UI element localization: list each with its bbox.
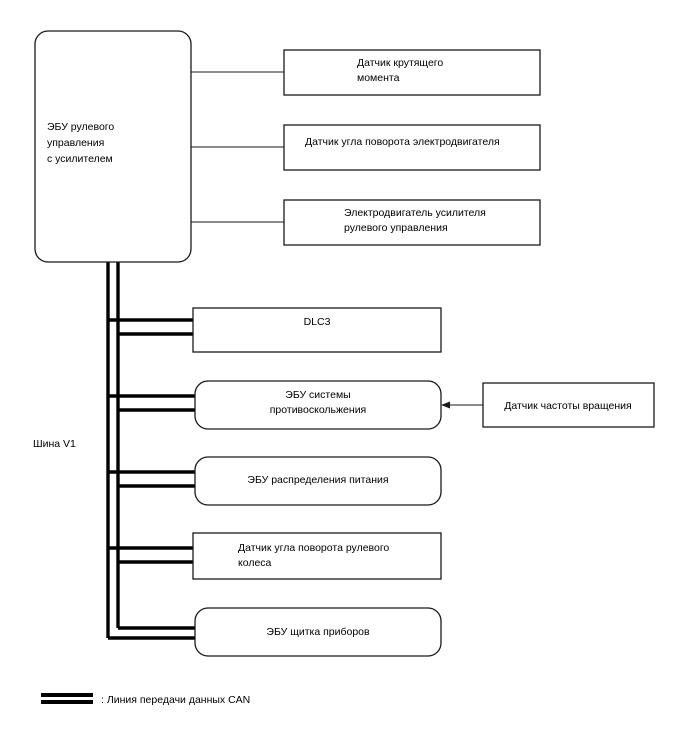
abs-ecu-label-line2: противоскольжения [270, 404, 367, 416]
torque-sensor-box [283, 49, 541, 96]
steering-angle-sensor-label-line2: колеса [238, 557, 272, 569]
torque-sensor-label-line1: Датчик крутящего [357, 57, 443, 69]
node-dlc3[interactable]: DLC3 [192, 307, 442, 353]
torque-sensor-label-line2: момента [357, 72, 400, 84]
direct-connector-lines [191, 71, 284, 223]
node-abs-ecu[interactable]: ЭБУ системы противоскольжения [194, 380, 442, 430]
dlc3-label: DLC3 [304, 316, 331, 328]
motor-angle-sensor-box [283, 124, 541, 171]
legend-bar-top [41, 693, 93, 697]
motor-angle-sensor-label: Датчик угла поворота электродвигателя [305, 136, 500, 148]
node-combination-meter-ecu[interactable]: ЭБУ щитка приборов [194, 607, 442, 657]
main-ecu-label-line3: с усилителем [47, 153, 113, 165]
node-motor-angle-sensor[interactable]: Датчик угла поворота электродвигателя [283, 124, 541, 171]
dlc3-box [192, 307, 442, 353]
power-distribution-ecu-label: ЭБУ распределения питания [247, 474, 388, 486]
bus-label: Шина V1 [33, 438, 76, 450]
speed-sensor-label: Датчик частоты вращения [504, 400, 631, 412]
can-bus-line-symbol-icon [41, 693, 93, 704]
can-bus-trunk [106, 262, 120, 638]
node-steering-angle-sensor[interactable]: Датчик угла поворота рулевого колеса [192, 532, 442, 580]
steering-angle-sensor-label-line1: Датчик угла поворота рулевого [238, 542, 389, 554]
main-ecu-box [34, 30, 192, 263]
legend: : Линия передачи данных CAN [41, 693, 250, 706]
legend-bar-bottom [41, 700, 93, 704]
speed-sensor-arrow [441, 401, 483, 409]
main-ecu-label-line1: ЭБУ рулевого [47, 121, 114, 133]
node-speed-sensor[interactable]: Датчик частоты вращения [482, 382, 655, 428]
steering-angle-sensor-box [192, 532, 442, 580]
combination-meter-ecu-label: ЭБУ щитка приборов [266, 626, 370, 638]
combination-meter-ecu-box [194, 607, 442, 657]
node-torque-sensor[interactable]: Датчик крутящего момента [283, 49, 541, 96]
steering-assist-motor-box [283, 199, 541, 246]
main-ecu-label-line2: управления [47, 137, 104, 149]
node-main-ecu[interactable]: ЭБУ рулевого управления с усилителем [34, 30, 192, 263]
power-distribution-ecu-box [194, 456, 442, 506]
legend-label: : Линия передачи данных CAN [101, 694, 250, 706]
steering-assist-motor-label-line2: рулевого управления [344, 222, 448, 234]
speed-sensor-arrow-head-icon [441, 401, 450, 409]
can-bus-branches [108, 318, 197, 640]
node-power-distribution-ecu[interactable]: ЭБУ распределения питания [194, 456, 442, 506]
abs-ecu-label-line1: ЭБУ системы [285, 389, 350, 401]
speed-sensor-box [482, 382, 655, 428]
steering-assist-motor-label-line1: Электродвигатель усилителя [344, 207, 486, 219]
node-steering-assist-motor[interactable]: Электродвигатель усилителя рулевого упра… [283, 199, 541, 246]
